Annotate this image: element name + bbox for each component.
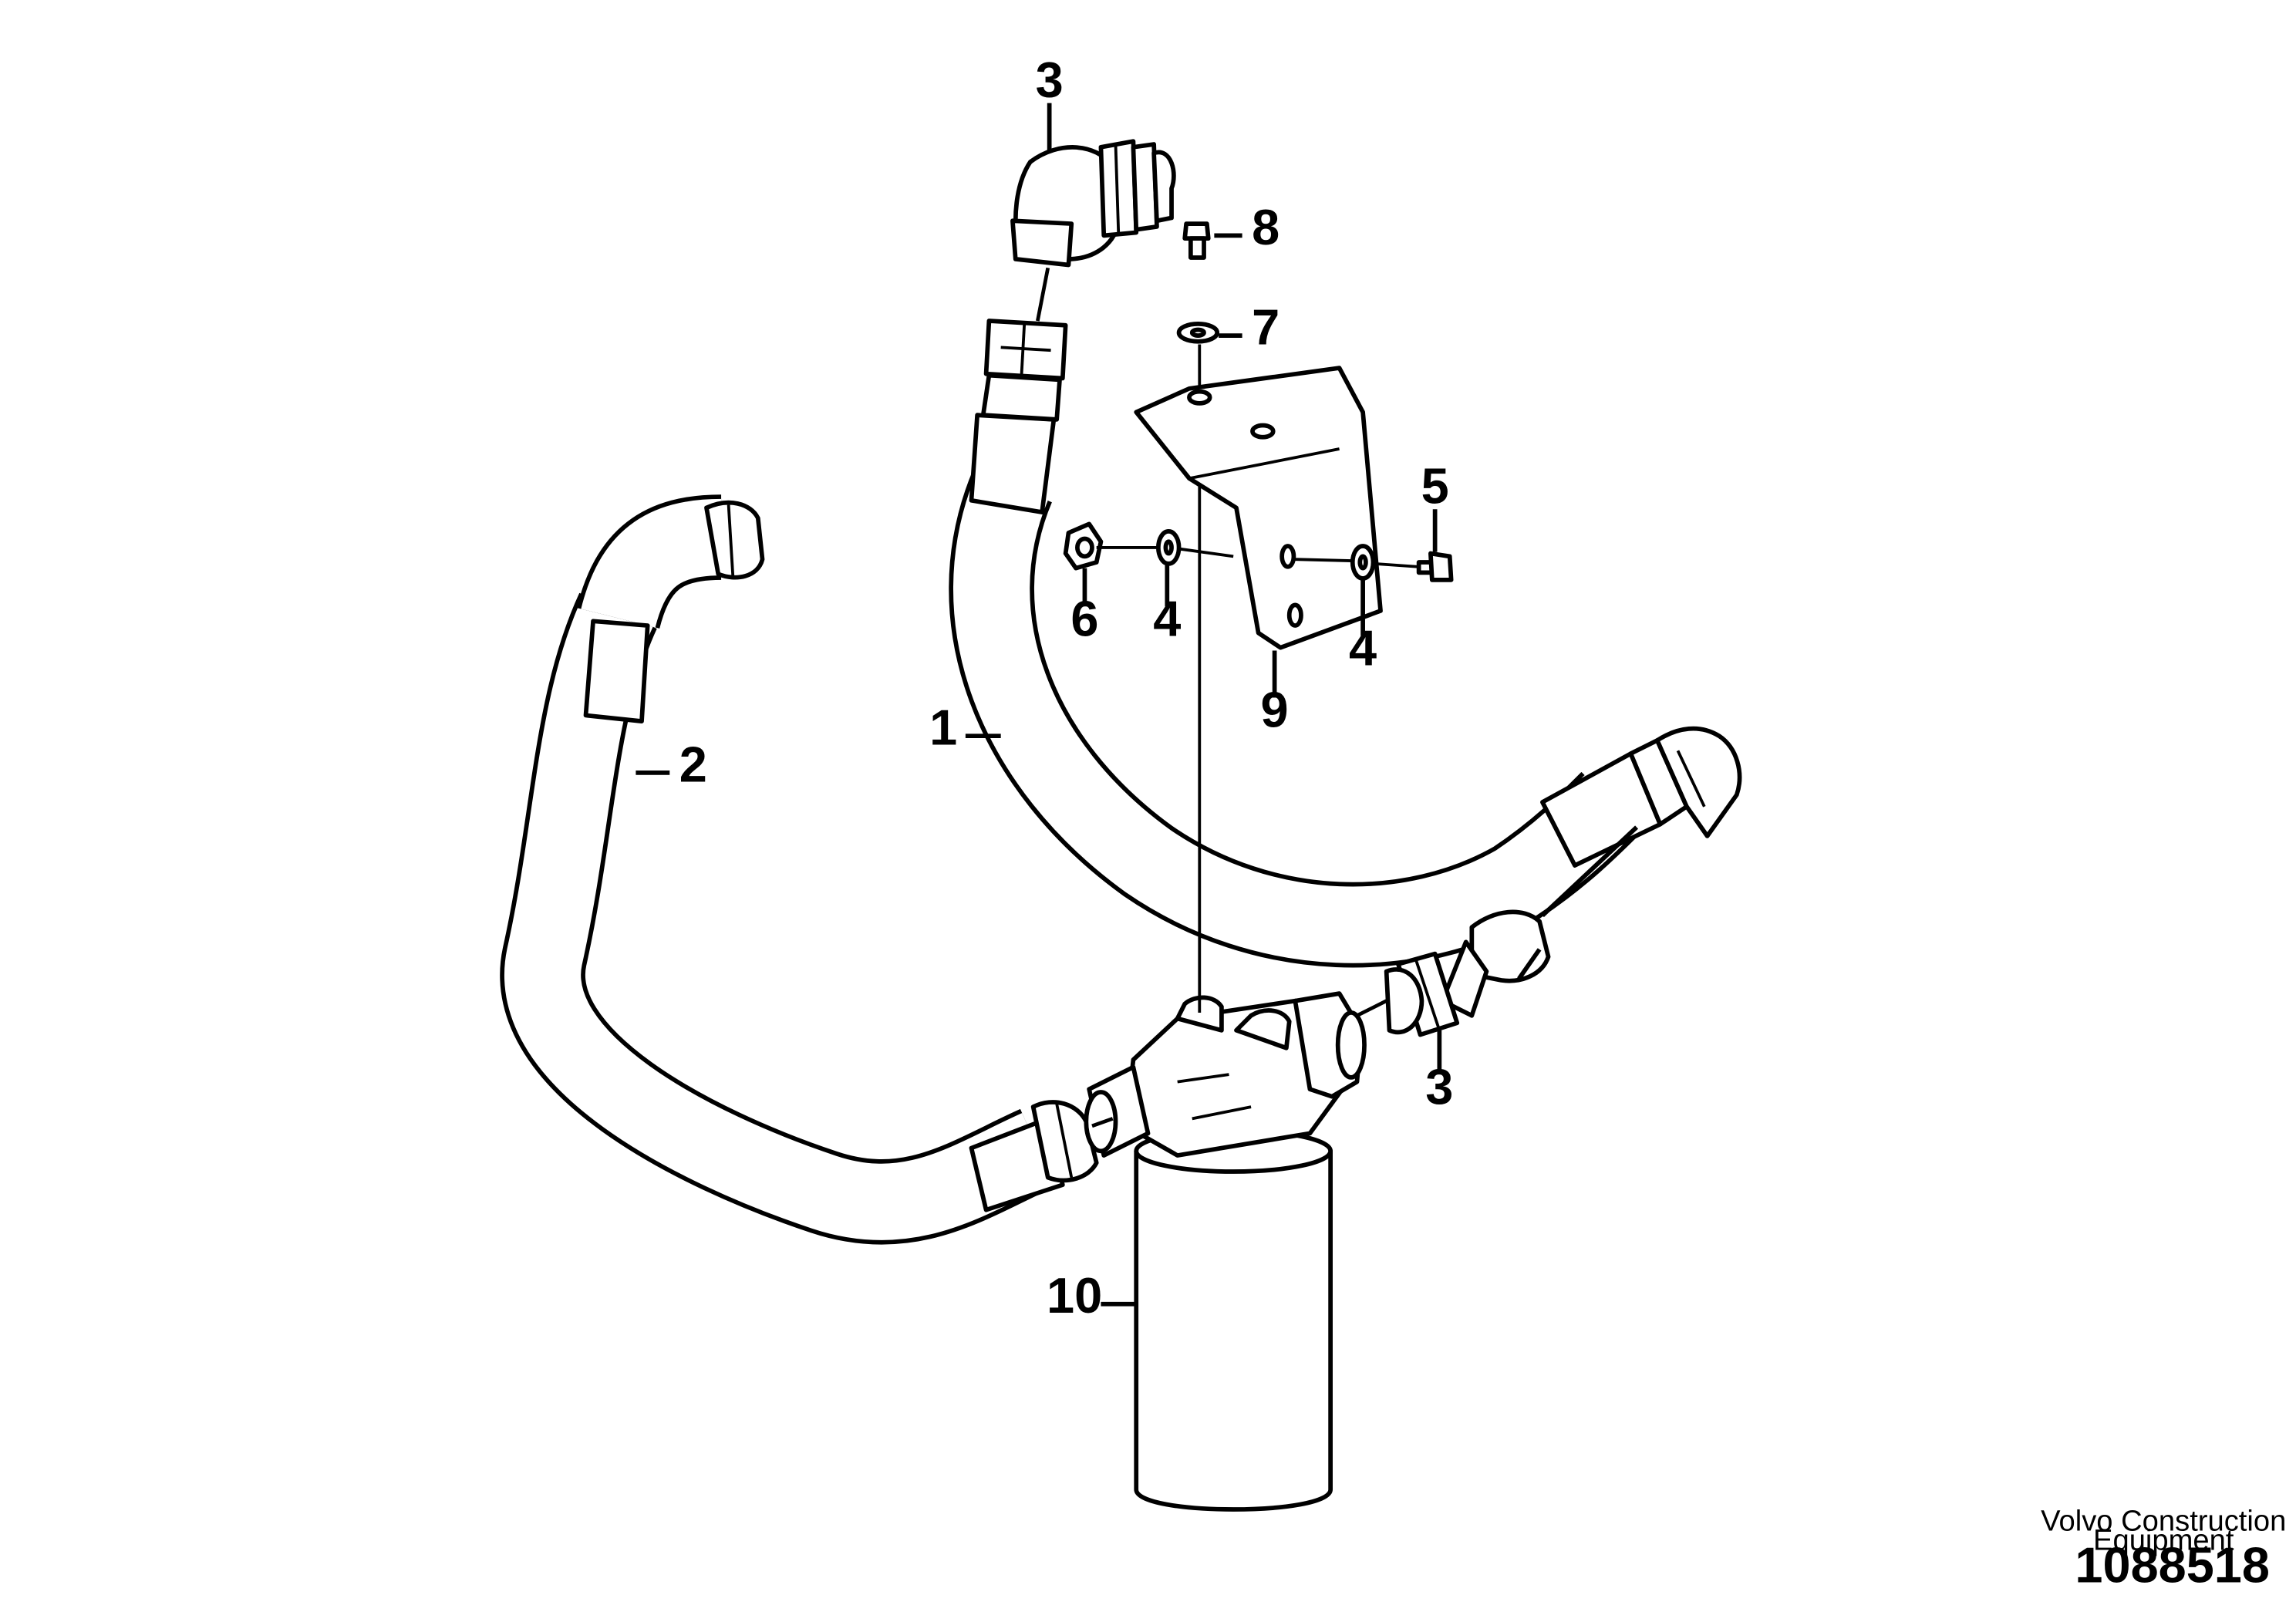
hose-2 xyxy=(500,494,1099,1245)
fastener-centerline xyxy=(1096,546,1418,568)
washer-4-right xyxy=(1350,544,1376,581)
callout-5: 5 xyxy=(1421,458,1449,514)
callout-6: 6 xyxy=(1070,590,1098,646)
callout-3-top: 3 xyxy=(1036,52,1064,108)
nut-6 xyxy=(1063,521,1104,571)
washer-4-left xyxy=(1155,529,1182,566)
callout-3-bottom: 3 xyxy=(1425,1058,1453,1114)
bracket xyxy=(1134,344,1383,1013)
callout-9: 9 xyxy=(1261,682,1289,738)
callout-2: 2 xyxy=(679,736,707,792)
callouts: 3 8 7 5 6 4 4 9 1 2 3 10 xyxy=(679,52,1454,1324)
callout-8: 8 xyxy=(1252,199,1279,255)
callout-10: 10 xyxy=(1047,1267,1102,1324)
washer-7 xyxy=(1176,321,1220,344)
brand-line-1: Volvo Construction xyxy=(2041,1505,2286,1538)
bolt-8 xyxy=(1182,221,1211,260)
hose-1 xyxy=(949,319,1742,968)
callout-7: 7 xyxy=(1252,299,1279,356)
filter-assembly xyxy=(1084,991,1387,1512)
document-number: 1088518 xyxy=(2075,1536,2270,1593)
elbow-fitting-bottom xyxy=(1384,825,1639,1037)
footer: Volvo Construction Equipment 1088518 xyxy=(2041,1505,2286,1593)
leader-lines xyxy=(636,103,1442,1307)
callout-4-left: 4 xyxy=(1153,590,1181,646)
callout-1: 1 xyxy=(929,700,957,756)
callout-4-right: 4 xyxy=(1349,620,1377,676)
brand-line-2: Equipment xyxy=(2093,1523,2234,1556)
elbow-fitting-top xyxy=(1010,139,1176,322)
bolt-5 xyxy=(1416,551,1454,582)
